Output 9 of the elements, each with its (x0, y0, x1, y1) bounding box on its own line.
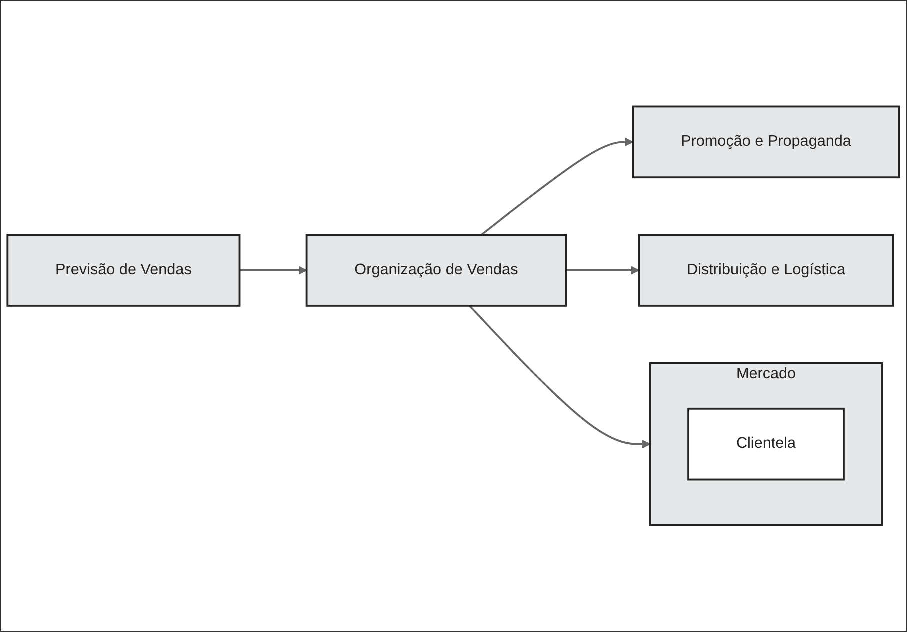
node-box: Distribuição e Logística (638, 234, 894, 307)
arrow (480, 138, 634, 236)
node-box: Organização de Vendas (306, 234, 568, 307)
arrow (240, 266, 308, 275)
arrow (469, 305, 651, 449)
node-box: Previsão de Vendas (6, 234, 241, 307)
arrow (566, 266, 640, 275)
node-box: Clientela (688, 408, 845, 481)
node-box: Promoção e Propaganda (632, 106, 900, 179)
